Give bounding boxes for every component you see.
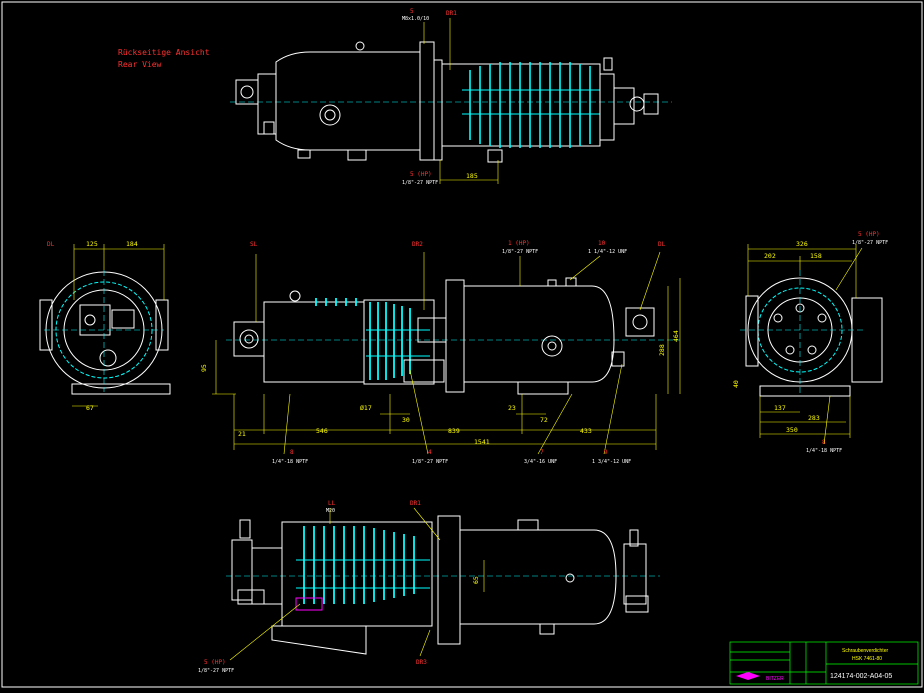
bottom-ll-label: LL: [328, 500, 336, 507]
left-dim-125: 125: [86, 240, 98, 248]
top-rotor-housing: [441, 63, 601, 147]
view-label-de: Rückseitige Ansicht: [118, 48, 210, 57]
top-thread5-label: 1/8"-27 NPTF: [402, 180, 438, 186]
title-block: [729, 641, 919, 685]
front-dim-21: 21: [238, 430, 246, 438]
right-thread8-label: 1/4"-18 NPTF: [806, 448, 842, 454]
right-port5hp-label: 5 (HP): [858, 231, 880, 238]
title-de: Schraubenverdichter: [842, 648, 888, 654]
top-dims: [423, 18, 499, 184]
right-dim-40: 40: [732, 380, 740, 388]
right-dim-350: 350: [786, 426, 798, 434]
front-p4-label: 4: [428, 449, 432, 456]
front-dim-95: 95: [200, 364, 208, 372]
company-logo: [736, 672, 760, 680]
front-oil-separator: [463, 285, 615, 383]
right-dims: [747, 244, 863, 445]
front-thread4-label: 1/8"-27 NPTF: [412, 459, 448, 465]
right-dim-283: 283: [808, 414, 820, 422]
front-thread7-label: 3/4"-16 UNF: [524, 459, 557, 465]
right-dim-137: 137: [774, 404, 786, 412]
bottom-suction-end: [231, 539, 253, 601]
front-dim-464: 464: [672, 330, 680, 342]
front-dim-433: 433: [580, 427, 592, 435]
bottom-dim-65: 65: [472, 576, 480, 584]
front-thread9-label: 1 3/4"-12 UNF: [592, 459, 631, 465]
front-flange: [445, 279, 465, 393]
right-base: [759, 385, 851, 397]
top-fins: [462, 62, 600, 148]
top-view: [230, 41, 672, 163]
model-number: HSK 7461-80: [852, 656, 882, 662]
bottom-dims: [229, 507, 485, 661]
front-sl-label: SL: [250, 241, 258, 248]
front-suction-flange: [233, 321, 265, 357]
front-p9-label: 9: [604, 449, 608, 456]
front-view: [226, 277, 680, 395]
front-thread8-label: 1/4"-18 NPTF: [272, 459, 308, 465]
bottom-port5hp-label: 5 (HP): [204, 659, 226, 666]
top-port5-sub: M8x1.0/10: [402, 16, 429, 22]
left-dim-67: 67: [86, 404, 94, 412]
left-dl-label: DL: [47, 241, 55, 248]
top-port5hp-label: 5 (HP): [410, 171, 432, 178]
top-dr1-label: DR1: [446, 10, 457, 17]
bottom-oil-separator: [459, 529, 617, 625]
bottom-dr1-label: DR1: [410, 500, 421, 507]
front-p8-label: 8: [290, 449, 294, 456]
top-flange: [419, 41, 435, 161]
front-motor-housing: [263, 301, 365, 383]
bottom-thread5-label: 1/8"-27 NPTF: [198, 668, 234, 674]
bottom-fins: [296, 526, 430, 604]
right-end-view: [740, 270, 883, 397]
front-dim-288: 288: [658, 344, 666, 356]
top-shell: [275, 51, 421, 151]
right-dim-202: 202: [764, 252, 776, 260]
right-dim-158: 158: [810, 252, 822, 260]
bottom-flange: [437, 515, 461, 645]
front-dim-23: 23: [508, 404, 516, 412]
front-dim-1541: 1541: [474, 438, 490, 446]
front-thread10-label: 1 1/4"-12 UNF: [588, 249, 627, 255]
right-thread5-label: 1/8"-27 NPTF: [852, 240, 888, 246]
top-dim-185: 185: [466, 172, 478, 180]
front-dr2-label: DR2: [412, 241, 423, 248]
front-dim-72: 72: [540, 416, 548, 424]
front-dim-30: 30: [402, 416, 410, 424]
company-name: BITZER: [766, 676, 784, 682]
front-port1-label: 1 (HP): [508, 240, 530, 247]
front-dim-546: 546: [316, 427, 328, 435]
front-dims: [212, 251, 681, 455]
top-port5-label: 5: [410, 8, 414, 15]
left-dim-184: 184: [126, 240, 138, 248]
front-thread1-label: 1/8"-27 NPTF: [502, 249, 538, 255]
drawing-number: 124174-002-A04-05: [830, 673, 892, 680]
front-p7-label: 7: [540, 449, 544, 456]
left-end-view: [39, 270, 171, 395]
front-dim-839: 839: [448, 427, 460, 435]
bottom-view: [226, 515, 660, 655]
left-base: [71, 383, 171, 395]
bottom-ll-sub: M20: [326, 508, 335, 514]
front-fins: [315, 298, 430, 380]
view-label-en: Rear View: [118, 60, 162, 69]
front-dim-17: Ø17: [360, 404, 372, 412]
front-p10-label: 10: [598, 240, 606, 247]
bottom-dr3-label: DR3: [416, 659, 427, 666]
front-dl-label: DL: [658, 241, 666, 248]
left-dims: [72, 244, 165, 407]
right-dim-326: 326: [796, 240, 808, 248]
top-terminal-box: [235, 79, 259, 105]
